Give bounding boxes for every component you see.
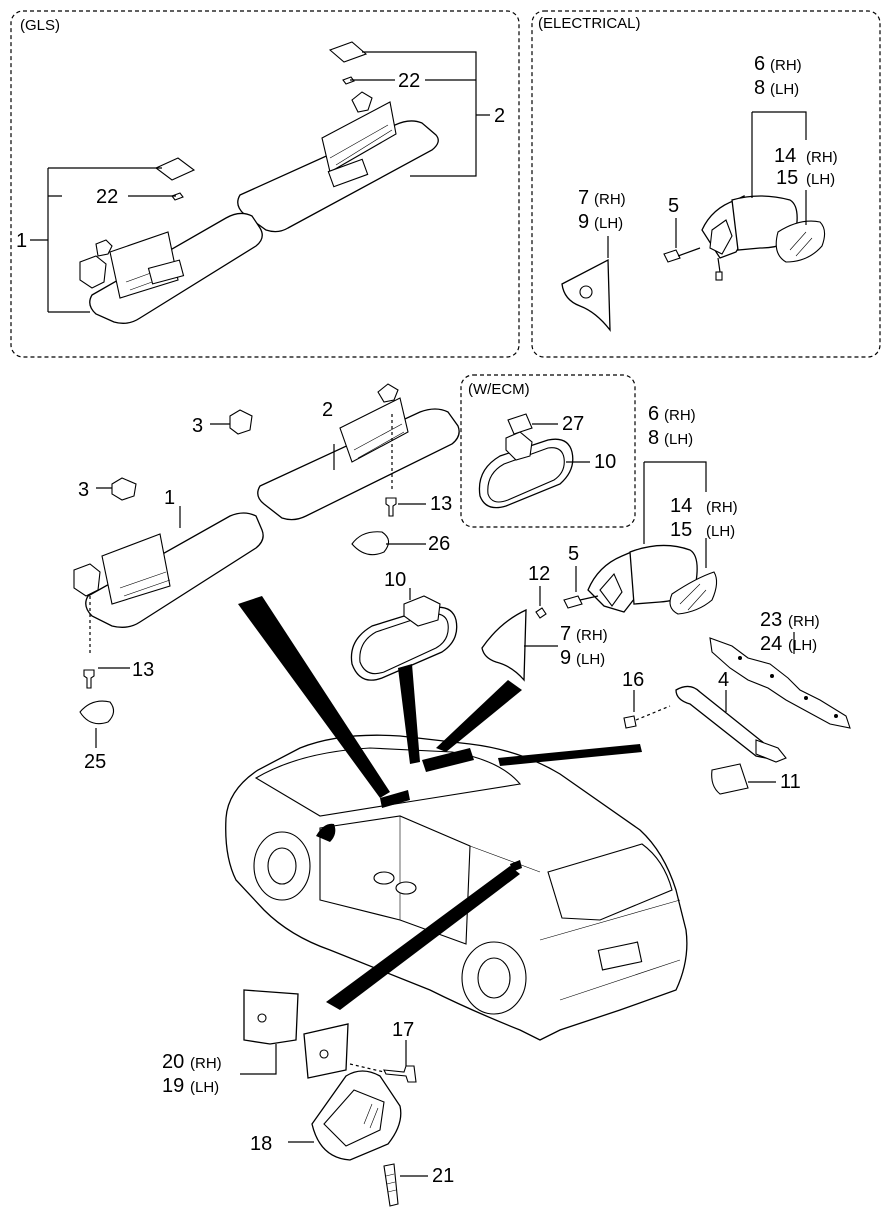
label-11: 11 (780, 771, 801, 793)
electrical-corner-garnish (561, 258, 611, 332)
bracket-19-20 (243, 989, 349, 1079)
lamp-18 (311, 1070, 402, 1161)
label-10-main: 10 (384, 569, 406, 591)
el-label-7: 7 (578, 187, 589, 209)
label-7-rh-main: (RH) (576, 627, 608, 644)
pointer-room-mirror (398, 664, 420, 764)
gls-sunvisor-rear (237, 91, 439, 233)
el-label-8-lh: (LH) (770, 81, 799, 98)
screw-13-upper (385, 497, 397, 517)
label-15-lh-main: (LH) (706, 523, 735, 540)
label-23-rh: (RH) (788, 613, 820, 630)
label-19: 19 (162, 1075, 184, 1097)
label-20: 20 (162, 1051, 184, 1073)
el-label-6-rh: (RH) (770, 57, 802, 74)
label-7-main: 7 (560, 623, 571, 645)
clip-3-upper (229, 409, 253, 435)
el-label-7-rh: (RH) (594, 191, 626, 208)
wecm-room-mirror (478, 413, 574, 509)
el-label-15: 15 (776, 167, 798, 189)
label-5-main: 5 (568, 543, 579, 565)
label-2: 2 (322, 399, 333, 421)
gls-section-title: (GLS) (20, 17, 60, 34)
el-label-8: 8 (754, 77, 765, 99)
pointer-grip (498, 744, 642, 766)
label-13-lower: 13 (132, 659, 154, 681)
gls-label-22b: 22 (96, 186, 118, 208)
label-23: 23 (760, 609, 782, 631)
el-label-14: 14 (774, 145, 796, 167)
label-6-main: 6 (648, 403, 659, 425)
label-8-main: 8 (648, 427, 659, 449)
main-outside-mirror (563, 544, 718, 615)
screw-13-lower (83, 669, 95, 689)
main-room-mirror (350, 595, 458, 681)
el-label-14-rh: (RH) (806, 149, 838, 166)
label-24: 24 (760, 633, 782, 655)
minivan (225, 734, 688, 1041)
el-label-9: 9 (578, 211, 589, 233)
label-6-rh-main: (RH) (664, 407, 696, 424)
label-1: 1 (164, 487, 175, 509)
gls-label-1: 1 (16, 230, 27, 252)
label-26: 26 (428, 533, 450, 555)
label-3-lower: 3 (78, 479, 89, 501)
label-14-main: 14 (670, 495, 692, 517)
assist-grip-4 (675, 685, 787, 763)
gls-section-box (10, 10, 520, 358)
pointer-rear-lamp (326, 866, 520, 1010)
label-17: 17 (392, 1019, 414, 1041)
label-13-upper: 13 (430, 493, 452, 515)
label-24-lh: (LH) (788, 637, 817, 654)
label-21: 21 (432, 1165, 454, 1187)
label-19-lh: (LH) (190, 1079, 219, 1096)
label-15-main: 15 (670, 519, 692, 541)
label-9-lh-main: (LH) (576, 651, 605, 668)
label-4: 4 (718, 669, 729, 691)
label-16: 16 (622, 669, 644, 691)
wecm-section-box (460, 374, 636, 528)
el-label-6: 6 (754, 53, 765, 75)
label-10-wecm: 10 (594, 451, 616, 473)
el-label-5: 5 (668, 195, 679, 217)
cover-25 (79, 700, 115, 725)
electrical-section-title: (ELECTRICAL) (538, 15, 641, 32)
corner-garnish-main (481, 608, 527, 682)
roof-bracket-23-24 (709, 637, 851, 729)
label-25: 25 (84, 751, 106, 773)
label-18: 18 (250, 1133, 272, 1155)
label-9-main: 9 (560, 647, 571, 669)
label-8-lh-main: (LH) (664, 431, 693, 448)
gls-label-22a: 22 (398, 70, 420, 92)
label-3-upper: 3 (192, 415, 203, 437)
wecm-section-title: (W/ECM) (468, 381, 530, 398)
screw-16 (623, 705, 671, 729)
electrical-section-box (531, 10, 881, 358)
main-sunvisor-rear (257, 383, 460, 521)
el-label-15-lh: (LH) (806, 171, 835, 188)
cap-11 (711, 763, 749, 795)
label-27: 27 (562, 413, 584, 435)
clip-12 (535, 607, 547, 619)
gls-sunvisor-front (79, 212, 263, 324)
gls-pad-22-bottom (154, 157, 196, 201)
cover-26 (351, 531, 390, 556)
gls-label-2: 2 (494, 105, 505, 127)
label-12: 12 (528, 563, 550, 585)
pointer-garnish (436, 680, 522, 752)
pointer-sunvisor (238, 596, 390, 798)
bolt-17 (349, 1063, 417, 1083)
gls-pad-22-top (328, 41, 368, 85)
el-label-9-lh: (LH) (594, 215, 623, 232)
main-sunvisor-front (73, 512, 264, 656)
label-14-rh-main: (RH) (706, 499, 738, 516)
label-20-rh: (RH) (190, 1055, 222, 1072)
clip-3-lower (111, 477, 137, 501)
screw-21 (383, 1163, 399, 1207)
electrical-mirror-assembly (663, 195, 826, 281)
